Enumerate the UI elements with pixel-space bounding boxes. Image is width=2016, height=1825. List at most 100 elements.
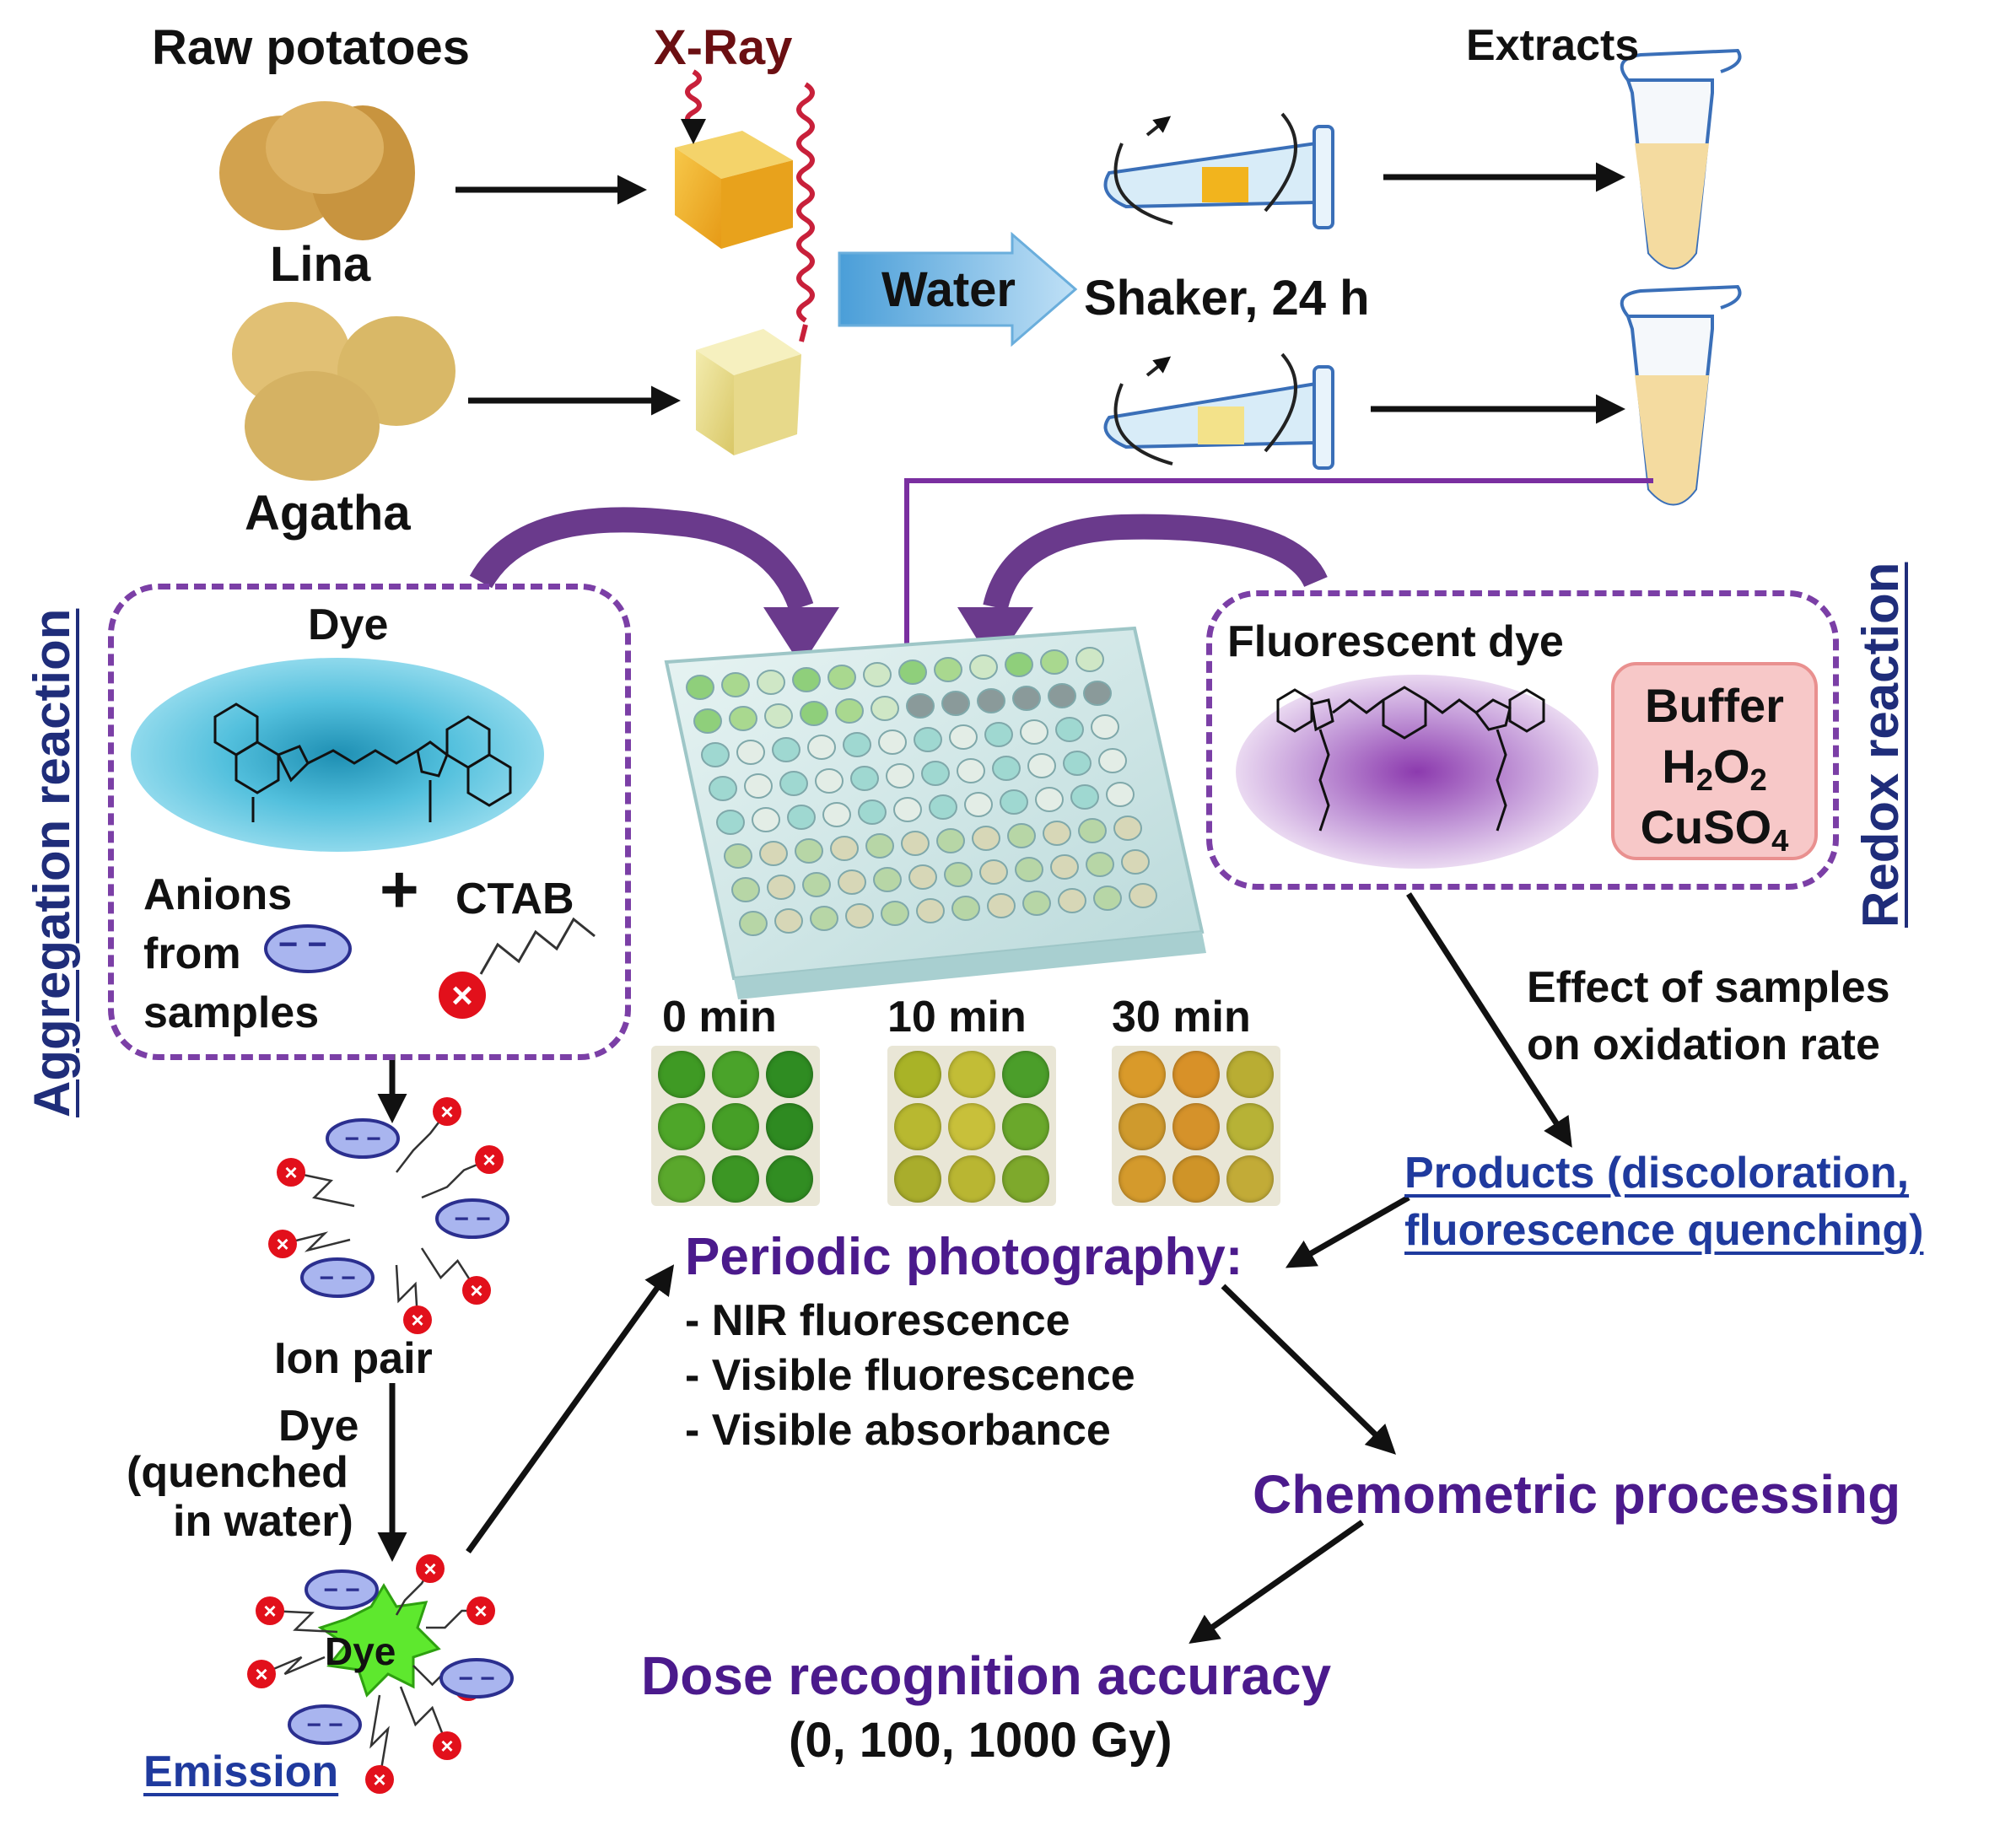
cation-head bbox=[433, 1097, 461, 1126]
ctab-label: CTAB bbox=[455, 875, 574, 923]
plate-well bbox=[1078, 818, 1107, 843]
anion-charge: − − bbox=[323, 1576, 359, 1604]
plate-well bbox=[822, 802, 851, 827]
plate-well bbox=[729, 706, 757, 731]
plate-well bbox=[850, 766, 879, 791]
well bbox=[894, 1103, 941, 1150]
aggregation-reaction-box bbox=[108, 584, 631, 1060]
fluorescent-dye-ellipse bbox=[1236, 675, 1598, 869]
plate-well bbox=[1058, 888, 1086, 913]
plate-well bbox=[916, 898, 945, 923]
plate-well bbox=[878, 729, 907, 755]
anion-charge: − − bbox=[306, 1711, 342, 1739]
well bbox=[894, 1155, 941, 1203]
photography-mode-1: - NIR fluorescence bbox=[685, 1296, 1070, 1345]
plate-well bbox=[764, 703, 793, 729]
arrow-emission-to-photography bbox=[466, 1264, 675, 1554]
reagent-h2o2: H2O2 bbox=[1662, 740, 1767, 798]
well bbox=[1172, 1103, 1220, 1150]
cation-charge: × bbox=[470, 1278, 482, 1303]
plate-well bbox=[1015, 857, 1043, 882]
plus-sign: + bbox=[380, 852, 419, 927]
plate-well bbox=[1007, 823, 1036, 848]
dye-ellipse bbox=[131, 658, 544, 852]
plate-well bbox=[810, 906, 838, 931]
cation-charge: × bbox=[474, 1598, 487, 1623]
cation-head bbox=[475, 1145, 504, 1174]
plate-well bbox=[1022, 891, 1051, 916]
plate-well bbox=[1091, 714, 1119, 740]
wells-30-min bbox=[1112, 1046, 1280, 1206]
well bbox=[1226, 1103, 1274, 1150]
plate-well bbox=[1098, 748, 1127, 773]
plate-well bbox=[1048, 683, 1076, 708]
well bbox=[766, 1103, 813, 1150]
cation-charge: × bbox=[263, 1598, 276, 1623]
surfactant-tail bbox=[399, 1686, 449, 1747]
well bbox=[712, 1155, 759, 1203]
plate-well bbox=[1093, 886, 1122, 911]
plate-well bbox=[929, 794, 957, 820]
plate-well bbox=[845, 903, 874, 929]
plate-well bbox=[964, 792, 993, 817]
plate-well bbox=[686, 675, 714, 700]
anion-oval-charge: − − bbox=[278, 926, 327, 963]
surfactant-tail bbox=[261, 1655, 326, 1676]
plate-well bbox=[1040, 649, 1069, 675]
chemometric-processing-label: Chemometric processing bbox=[1253, 1464, 1901, 1525]
plate-well bbox=[992, 756, 1021, 781]
arrow-dye-to-plate bbox=[469, 507, 814, 612]
cation-head bbox=[462, 1276, 491, 1305]
quenched-dye-label-3: in water) bbox=[173, 1497, 353, 1546]
plate-well bbox=[752, 807, 780, 832]
plate-well bbox=[1086, 852, 1114, 877]
well bbox=[712, 1051, 759, 1098]
anion-oval bbox=[326, 1118, 400, 1159]
well bbox=[658, 1103, 705, 1150]
emission-label: Emission bbox=[143, 1747, 339, 1796]
arrow-photography-to-processing bbox=[1221, 1284, 1397, 1455]
shaker-tube-1 bbox=[1103, 112, 1334, 229]
well bbox=[1119, 1051, 1166, 1098]
water-label: Water bbox=[881, 262, 1016, 317]
anion-oval bbox=[435, 1198, 509, 1239]
ion-pair-label: Ion pair bbox=[274, 1334, 433, 1383]
plate-well bbox=[1043, 821, 1071, 846]
cation-charge: × bbox=[373, 1767, 385, 1792]
emission-cluster: ×××××××− −− −− − bbox=[247, 1554, 514, 1794]
plate-well bbox=[1070, 784, 1099, 810]
surfactant-tail bbox=[290, 1171, 355, 1208]
agatha-label: Agatha bbox=[245, 486, 411, 541]
surfactant-tail bbox=[282, 1231, 351, 1252]
x-ray-wave-1 bbox=[685, 69, 702, 128]
well bbox=[1226, 1051, 1274, 1098]
plate-well bbox=[1129, 883, 1157, 908]
anions-label-2: from bbox=[143, 929, 241, 978]
cation-head bbox=[256, 1596, 284, 1625]
cation-charge: × bbox=[255, 1661, 267, 1687]
plate-well bbox=[1063, 751, 1092, 776]
effect-label-2: on oxidation rate bbox=[1527, 1020, 1880, 1069]
plate-well bbox=[767, 875, 795, 900]
timepoint-0-min: 0 min bbox=[662, 993, 777, 1042]
photography-mode-2: - Visible fluorescence bbox=[685, 1351, 1135, 1400]
plate-well bbox=[906, 693, 935, 719]
anion-oval bbox=[288, 1704, 362, 1745]
surfactant-tail bbox=[269, 1609, 338, 1634]
quenched-dye-label-1: Dye bbox=[278, 1402, 359, 1451]
redox-reagents-box: Buffer H2O2 CuSO4 bbox=[1611, 662, 1818, 860]
reagent-cuso4: CuSO4 bbox=[1640, 800, 1789, 859]
cation-charge: × bbox=[482, 1147, 495, 1172]
well bbox=[658, 1155, 705, 1203]
well bbox=[1002, 1103, 1049, 1150]
plate-well bbox=[736, 740, 765, 765]
cation-charge: × bbox=[440, 1733, 453, 1758]
plate-well bbox=[881, 901, 909, 926]
plate-well bbox=[972, 826, 1000, 851]
plate-well bbox=[827, 665, 856, 690]
svg-text:×: × bbox=[451, 975, 473, 1016]
surfactant-tail bbox=[420, 1247, 478, 1291]
x-ray-label: X-Ray bbox=[654, 20, 793, 75]
wells-0-min bbox=[651, 1046, 820, 1206]
